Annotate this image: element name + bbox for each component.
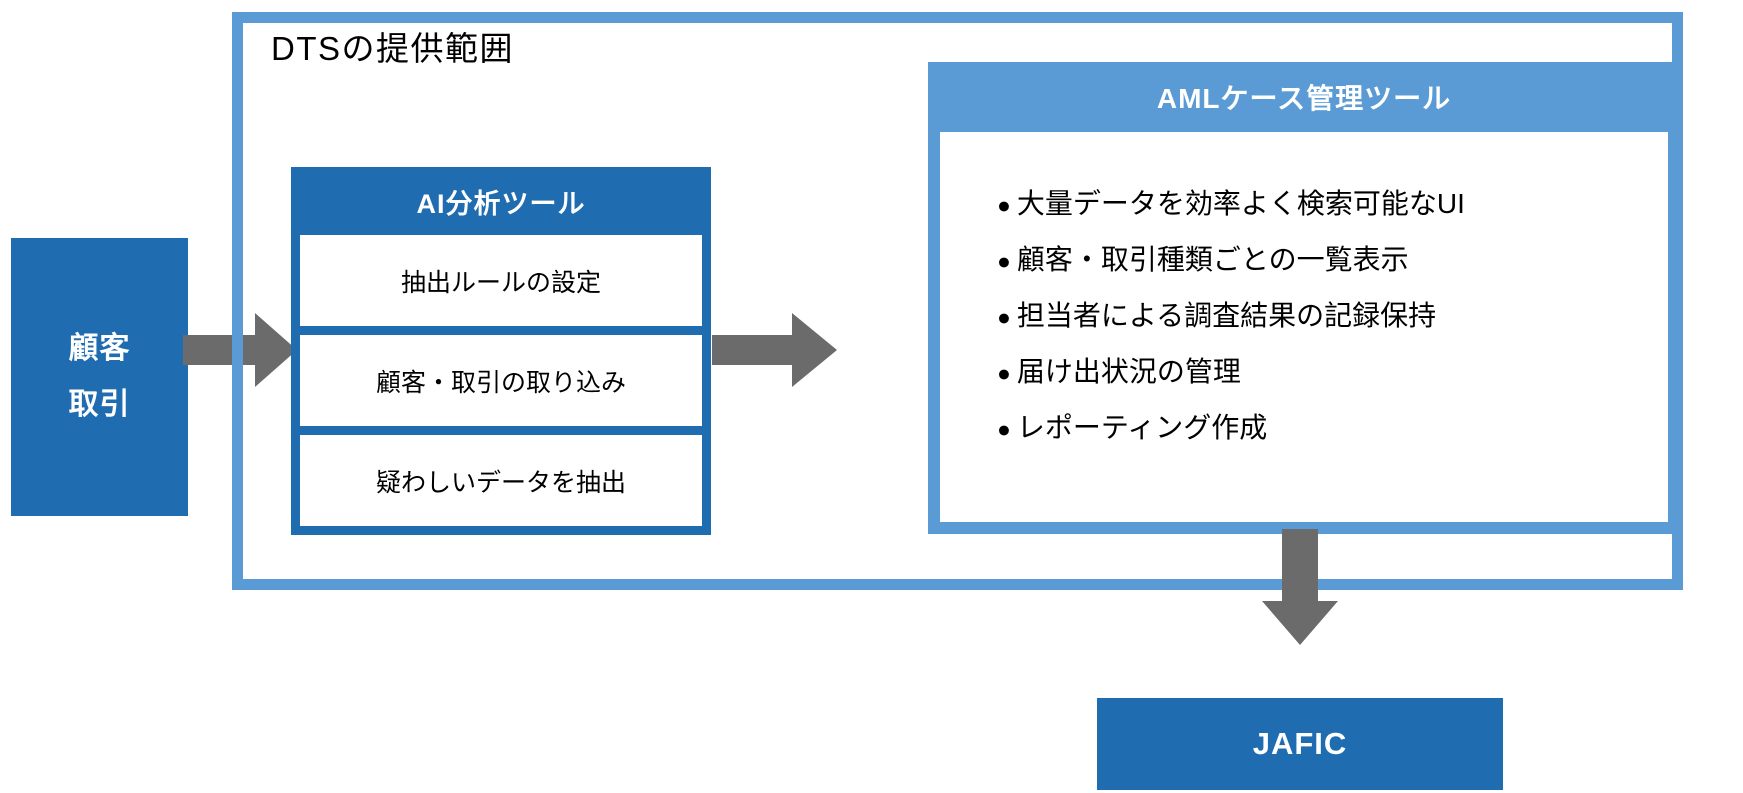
list-item: ● 大量データを効率よく検索可能なUI xyxy=(997,190,1668,218)
list-item-label: レポーティング作成 xyxy=(1016,412,1268,443)
ai-analysis-tool-item: 疑わしいデータを抽出 xyxy=(300,435,702,526)
ai-analysis-tool-title: AI分析ツール xyxy=(416,188,586,219)
list-item: ● 届け出状況の管理 xyxy=(997,358,1668,386)
bullet-icon: ● xyxy=(997,416,1011,442)
list-item-label: 大量データを効率よく検索可能なUI xyxy=(1016,188,1465,219)
aml-feature-list: ● 大量データを効率よく検索可能なUI ● 顧客・取引種類ごとの一覧表示 ● 担… xyxy=(997,190,1668,442)
bullet-icon: ● xyxy=(997,360,1011,386)
arrow-right-icon xyxy=(712,313,837,387)
bullet-icon: ● xyxy=(997,248,1011,274)
ai-analysis-tool-box: AI分析ツール 抽出ルールの設定 顧客・取引の取り込み 疑わしいデータを抽出 xyxy=(291,167,711,535)
list-item: ● 顧客・取引種類ごとの一覧表示 xyxy=(997,246,1668,274)
bullet-icon: ● xyxy=(997,304,1011,330)
arrow-down-icon xyxy=(1262,529,1338,645)
transaction-label: 取引 xyxy=(68,388,131,421)
jafic-box: JAFIC xyxy=(1097,698,1503,790)
ai-analysis-tool-item-list: 抽出ルールの設定 顧客・取引の取り込み 疑わしいデータを抽出 xyxy=(300,235,702,526)
ai-analysis-tool-item: 抽出ルールの設定 xyxy=(300,235,702,326)
ai-analysis-tool-item: 顧客・取引の取り込み xyxy=(300,335,702,426)
list-item-label: 担当者による調査結果の記録保持 xyxy=(1016,300,1437,331)
list-item: ● 担当者による調査結果の記録保持 xyxy=(997,302,1668,330)
list-item-label: 顧客・取引種類ごとの一覧表示 xyxy=(1016,244,1409,275)
aml-case-management-tool-box: AMLケース管理ツール ● 大量データを効率よく検索可能なUI ● 顧客・取引種… xyxy=(928,62,1680,534)
list-item-label: 届け出状況の管理 xyxy=(1016,356,1241,387)
bullet-icon: ● xyxy=(997,192,1011,218)
customer-transaction-box: 顧客 取引 xyxy=(11,238,188,516)
aml-feature-panel: ● 大量データを効率よく検索可能なUI ● 顧客・取引種類ごとの一覧表示 ● 担… xyxy=(940,132,1668,522)
jafic-label: JAFIC xyxy=(1252,726,1348,761)
list-item: ● レポーティング作成 xyxy=(997,414,1668,442)
dts-scope-title: DTSの提供範囲 xyxy=(271,30,514,67)
customer-label: 顧客 xyxy=(68,332,131,365)
aml-case-management-tool-title: AMLケース管理ツール xyxy=(1156,83,1452,114)
